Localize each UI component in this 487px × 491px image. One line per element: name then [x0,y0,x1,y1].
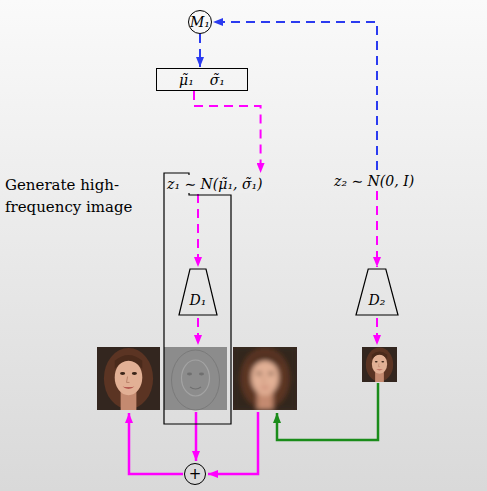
decoder-output-arrow [376,318,378,345]
flow-arrow [197,194,199,267]
parameter-box: μ̃₁ σ̃₁ [156,68,248,91]
node-label: + [189,465,202,483]
flow-arrow [199,34,201,67]
latent-label: z₁ ∼ N(μ̃₁, σ̃₁) [165,175,265,193]
sum-output-arrow [129,413,183,474]
flow-arrow [376,191,378,267]
flow-arrow [213,22,377,170]
small-face-image [362,347,397,382]
model-circle: M₁ [188,10,212,34]
node-label: μ̃₁ [179,72,194,88]
node-label: D₁ [190,292,207,308]
decoder-trapezoid: D₁ [178,268,218,316]
node-label: D₂ [369,292,386,308]
sum-input-arrow [208,412,258,474]
node-label: z₁ ∼ N(μ̃₁, σ̃₁) [167,175,263,193]
node-label: σ̃₁ [210,72,225,88]
sum-input-arrow [195,412,198,461]
face-image [97,347,160,410]
decoder-output-arrow [197,318,199,345]
group-heading: Generate high-frequency image [5,174,157,218]
group-box: Generate high-frequency imagez₁ ∼ N(μ̃₁,… [163,172,232,425]
decoder-trapezoid: D₂ [355,268,399,316]
blurred-image [233,347,297,410]
node-label: M₁ [190,14,210,30]
node-label: z₂ ∼ N(0, I) [334,172,414,190]
upsample-arrow [277,383,378,440]
sum-circle: + [184,463,206,485]
flow-arrow [194,91,261,173]
latent-label: z₂ ∼ N(0, I) [332,172,416,190]
high-frequency-image [164,347,227,410]
